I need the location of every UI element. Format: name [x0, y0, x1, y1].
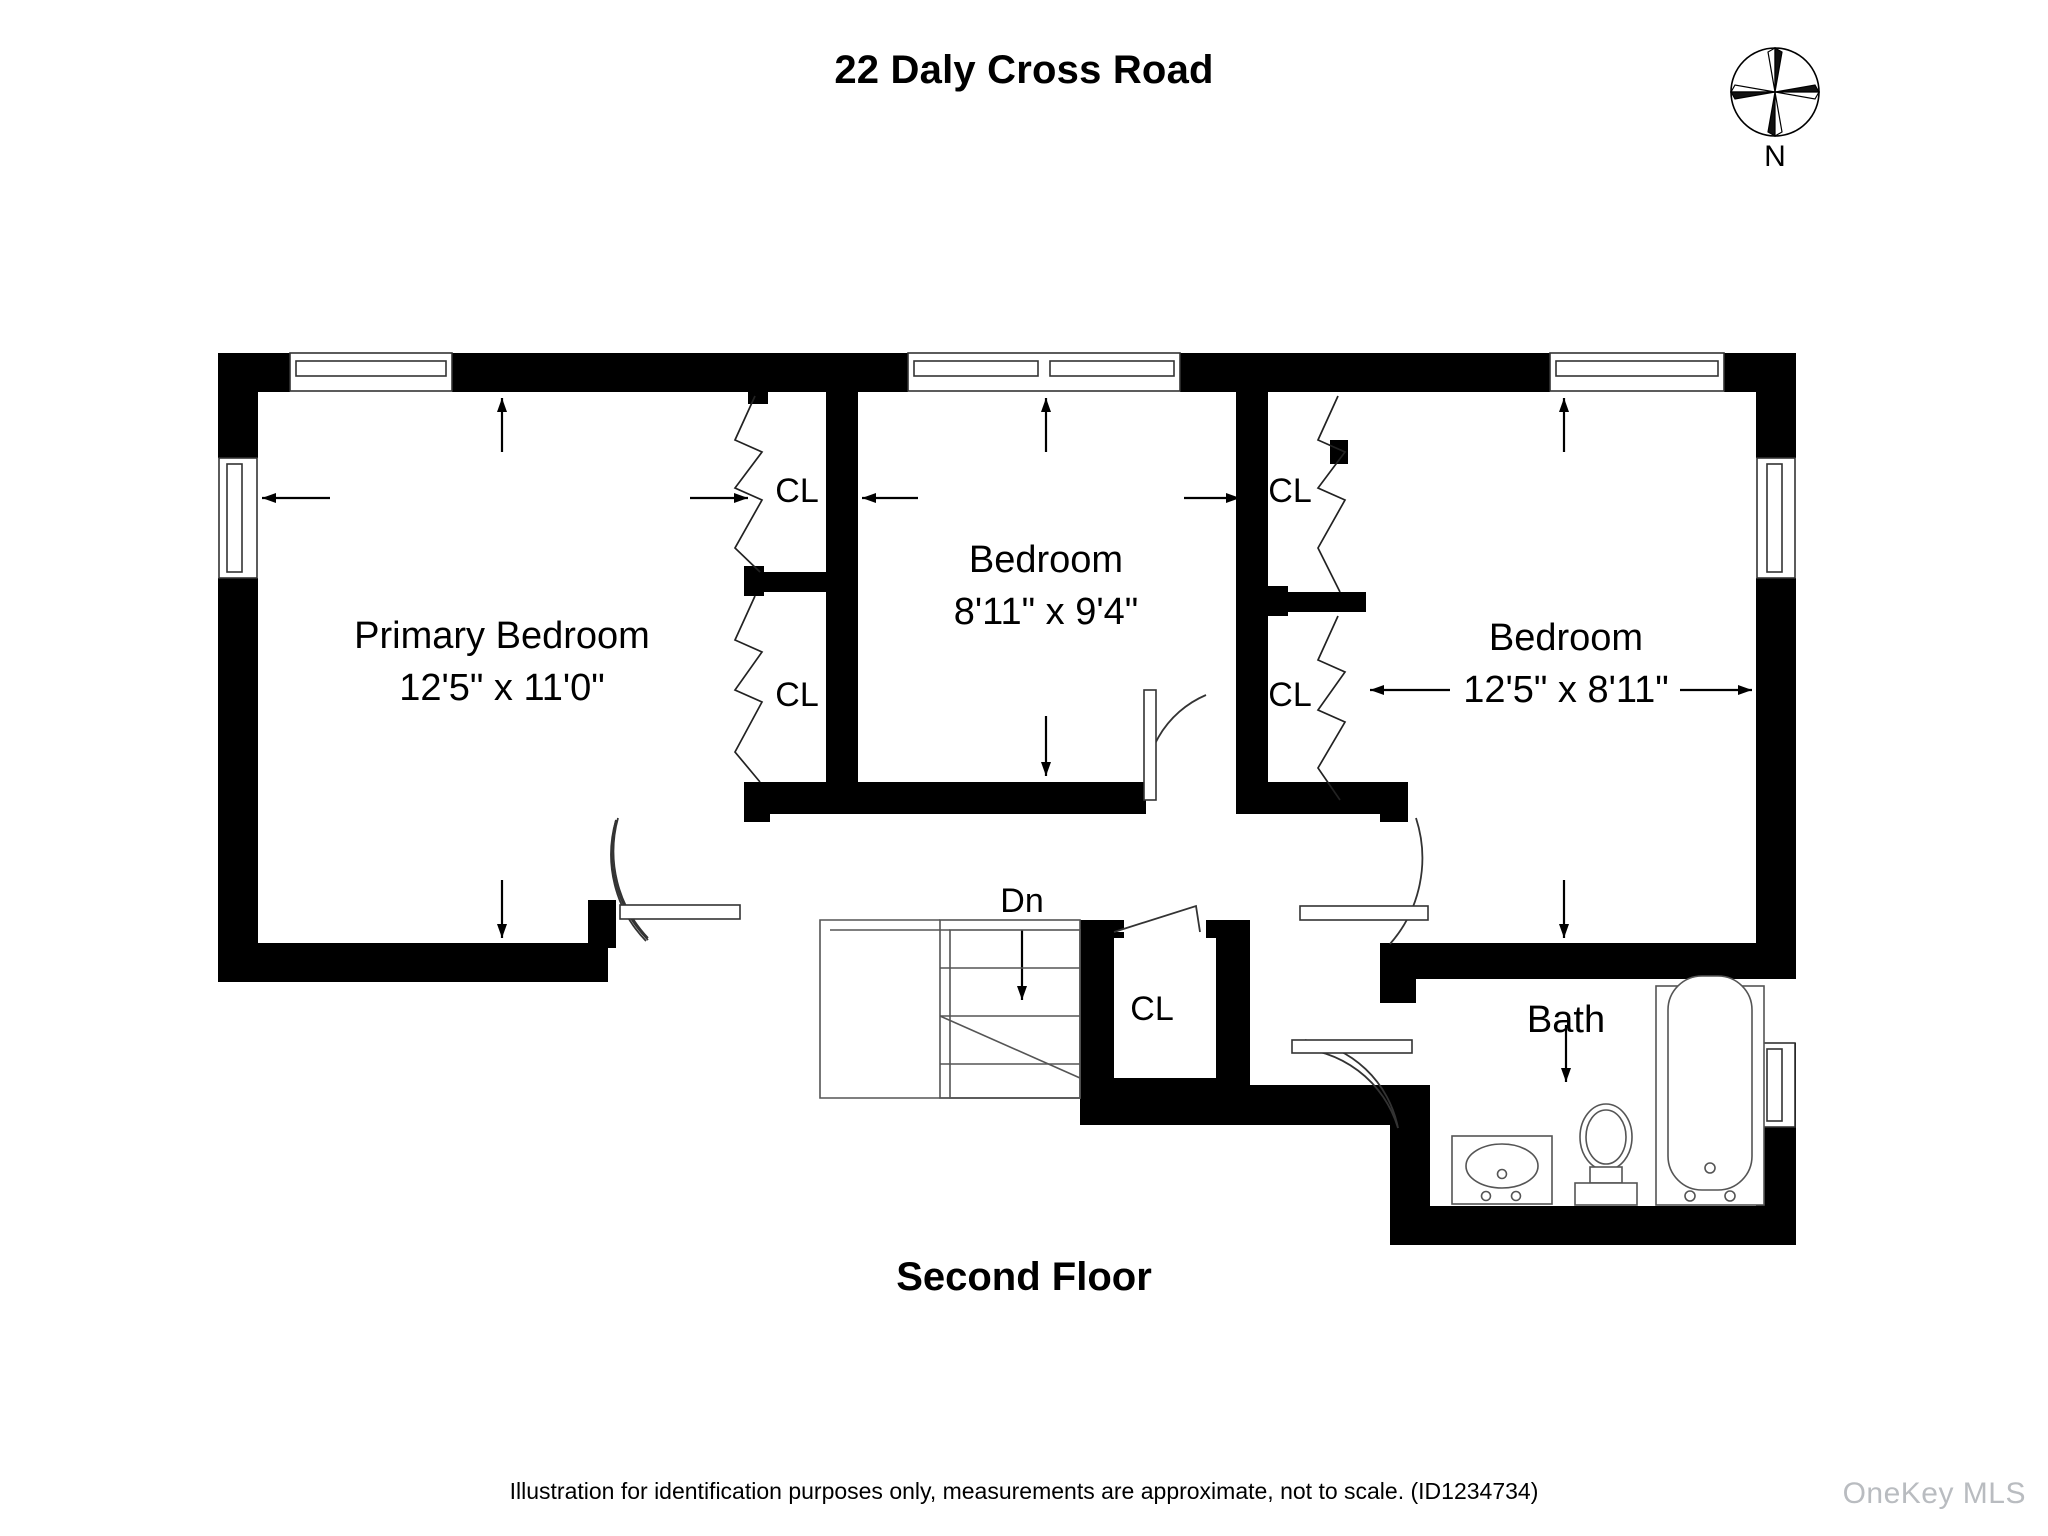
bifold-lower-left: [733, 595, 764, 783]
room-dimensions-bedroom-right: 12'5" x 8'11": [1463, 669, 1669, 711]
room-dimensions-bedroom-center: 8'11" x 9'4": [954, 591, 1138, 633]
door-hall-closet: [1113, 904, 1201, 933]
bifold-upper-left: [733, 395, 764, 573]
window-left-side: [218, 457, 258, 579]
window-right-upper: [1756, 457, 1796, 579]
sink-fixture: [1451, 1135, 1553, 1205]
window-top-left: [289, 352, 453, 392]
door-right-bedroom: [1389, 817, 1424, 945]
bathtub-fixture: [1655, 975, 1765, 1206]
stairs-group: [819, 919, 1081, 1099]
floor-label: Second Floor: [896, 1255, 1152, 1299]
closet-label-lower-right: CL: [1268, 676, 1311, 714]
onekey-mls-watermark: OneKey MLS: [1842, 1477, 2026, 1510]
interior-walls: [588, 392, 1796, 1215]
compass-rose-icon: [1700, 36, 1850, 166]
toilet-fixture: [1574, 1103, 1638, 1206]
bifold-lower-right: [1316, 615, 1347, 801]
stairs-direction-label: Dn: [1000, 882, 1043, 920]
closet-bifold-doors: [733, 395, 1347, 801]
closet-label-lower-left: CL: [775, 676, 818, 714]
closet-label-hall: CL: [1130, 990, 1173, 1028]
disclaimer-text: Illustration for identification purposes…: [509, 1478, 1539, 1504]
door-primary-arc: [612, 817, 649, 939]
door-leaf-primary: [619, 904, 741, 920]
door-leaf-bath: [1291, 1039, 1413, 1054]
room-dimensions-primary-bedroom: 12'5" x 11'0": [399, 667, 605, 709]
bifold-upper-right: [1316, 395, 1347, 593]
room-label-bedroom-right: Bedroom: [1489, 617, 1643, 659]
room-label-primary-bedroom: Primary Bedroom: [354, 615, 650, 657]
window-top-center: [907, 352, 1181, 392]
room-labels: Primary Bedroom 12'5" x 11'0" Bedroom 8'…: [354, 472, 1669, 1041]
compass-north-label: N: [1764, 140, 1786, 173]
door-leaf-center: [1143, 689, 1157, 801]
page-title: 22 Daly Cross Road: [834, 48, 1214, 92]
window-top-right: [1549, 352, 1725, 392]
door-leaf-right: [1299, 905, 1429, 921]
door-primary-bedroom: [610, 819, 649, 942]
room-label-bedroom-center: Bedroom: [969, 539, 1123, 581]
closet-label-upper-left: CL: [775, 472, 818, 510]
room-label-bath: Bath: [1527, 999, 1605, 1041]
closet-label-upper-right: CL: [1268, 472, 1311, 510]
door-group: [610, 689, 1429, 1129]
dimension-arrows: [262, 398, 1752, 1082]
bath-fixtures: [1451, 975, 1765, 1206]
window-group: [218, 352, 1796, 1128]
